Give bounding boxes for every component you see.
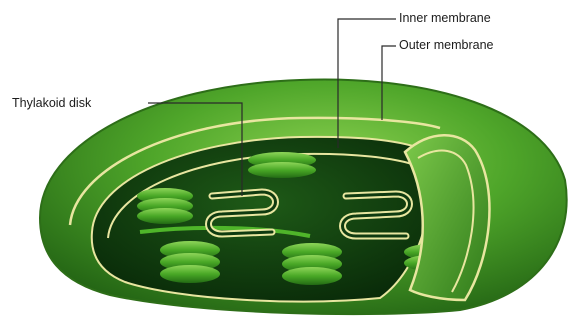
granum-left-front: [160, 241, 220, 283]
thylakoid-disk-label: Thylakoid disk: [12, 96, 91, 110]
granum-center-front: [282, 243, 342, 285]
outer-membrane-label: Outer membrane: [399, 38, 493, 52]
granum-center-back: [248, 152, 316, 178]
granum-left-back: [137, 188, 193, 224]
inner-membrane-label: Inner membrane: [399, 11, 491, 25]
